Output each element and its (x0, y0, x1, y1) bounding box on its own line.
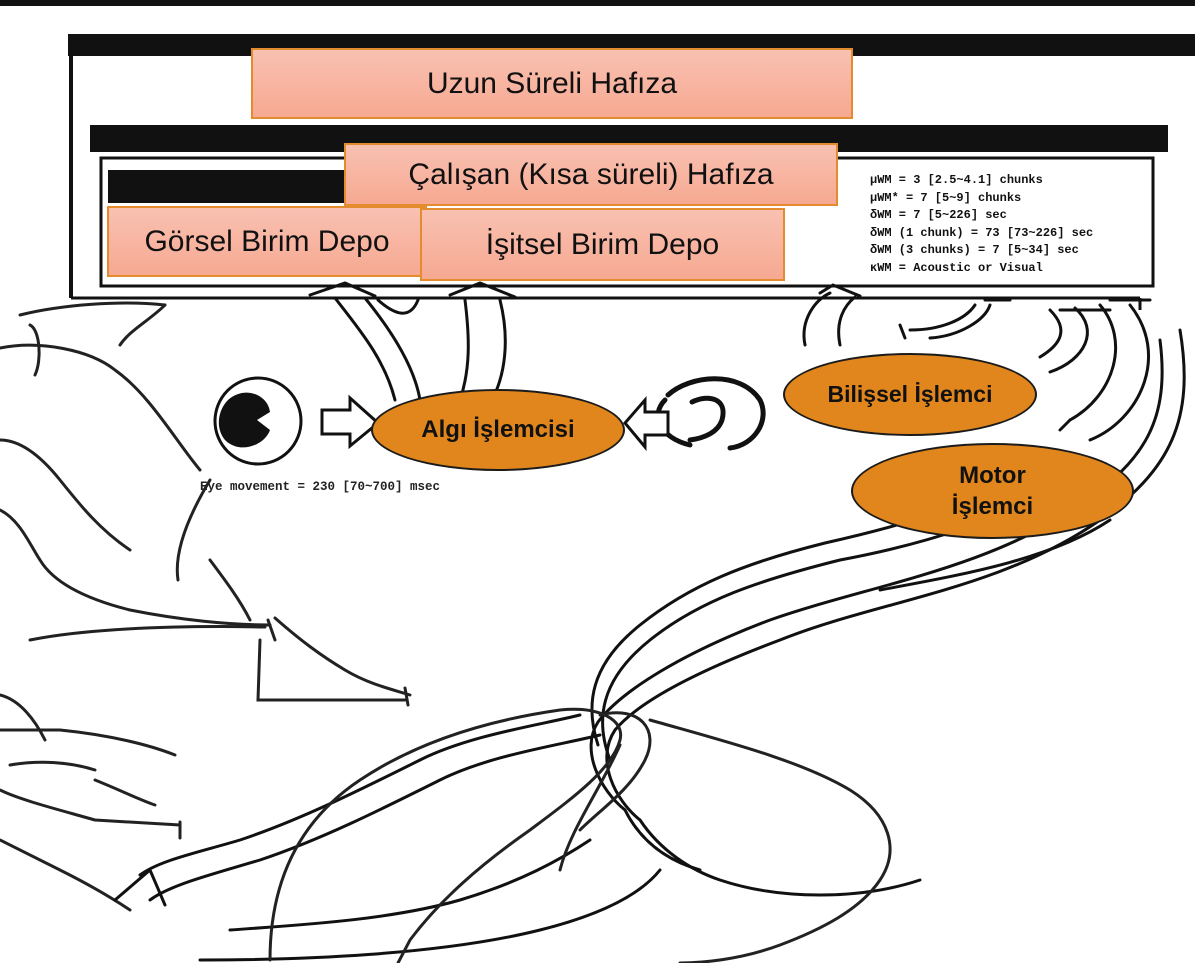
spec-line: μWM* = 7 [5~9] chunks (870, 190, 1150, 208)
spec-line: δWM = 7 [5~226] sec (870, 207, 1150, 225)
long-term-memory-box: Uzun Süreli Hafıza (251, 48, 853, 119)
eye-movement-caption: Eye movement = 230 [70~700] msec (200, 480, 440, 494)
long-term-memory-label: Uzun Süreli Hafıza (427, 67, 677, 101)
cognitive-processor-label: Bilişsel İşlemci (828, 380, 993, 410)
spec-line: μWM = 3 [2.5~4.1] chunks (870, 172, 1150, 190)
ear-icon (658, 379, 763, 448)
person-sketch (0, 303, 410, 910)
cognitive-processor: Bilişsel İşlemci (783, 353, 1037, 436)
spec-line: κWM = Acoustic or Visual (870, 260, 1150, 278)
working-memory-label: Çalışan (Kısa süreli) Hafıza (408, 158, 773, 192)
working-memory-specs: μWM = 3 [2.5~4.1] chunks μWM* = 7 [5~9] … (870, 172, 1150, 277)
motor-processor: Motor İşlemci (851, 443, 1134, 539)
visual-store-label: Görsel Birim Depo (144, 225, 389, 259)
auditory-store-label: İşitsel Birim Depo (486, 228, 719, 262)
eye-to-perception-arrow (322, 398, 378, 446)
spec-line: δWM (1 chunk) = 73 [73~226] sec (870, 225, 1150, 243)
hand-sketch (270, 709, 890, 963)
perception-arrows (310, 283, 515, 400)
motor-processor-label-line2: İşlemci (952, 491, 1033, 522)
visual-store-box: Görsel Birim Depo (107, 206, 427, 277)
working-memory-box: Çalışan (Kısa süreli) Hafıza (344, 143, 838, 206)
perceptual-processor: Algı İşlemcisi (371, 389, 625, 471)
motor-processor-label-line1: Motor (952, 460, 1033, 491)
eye-icon (215, 378, 301, 464)
perceptual-processor-label: Algı İşlemcisi (421, 414, 574, 445)
spec-line: δWM (3 chunks) = 7 [5~34] sec (870, 242, 1150, 260)
auditory-store-box: İşitsel Birim Depo (420, 208, 785, 281)
top-border-line (0, 0, 1195, 6)
